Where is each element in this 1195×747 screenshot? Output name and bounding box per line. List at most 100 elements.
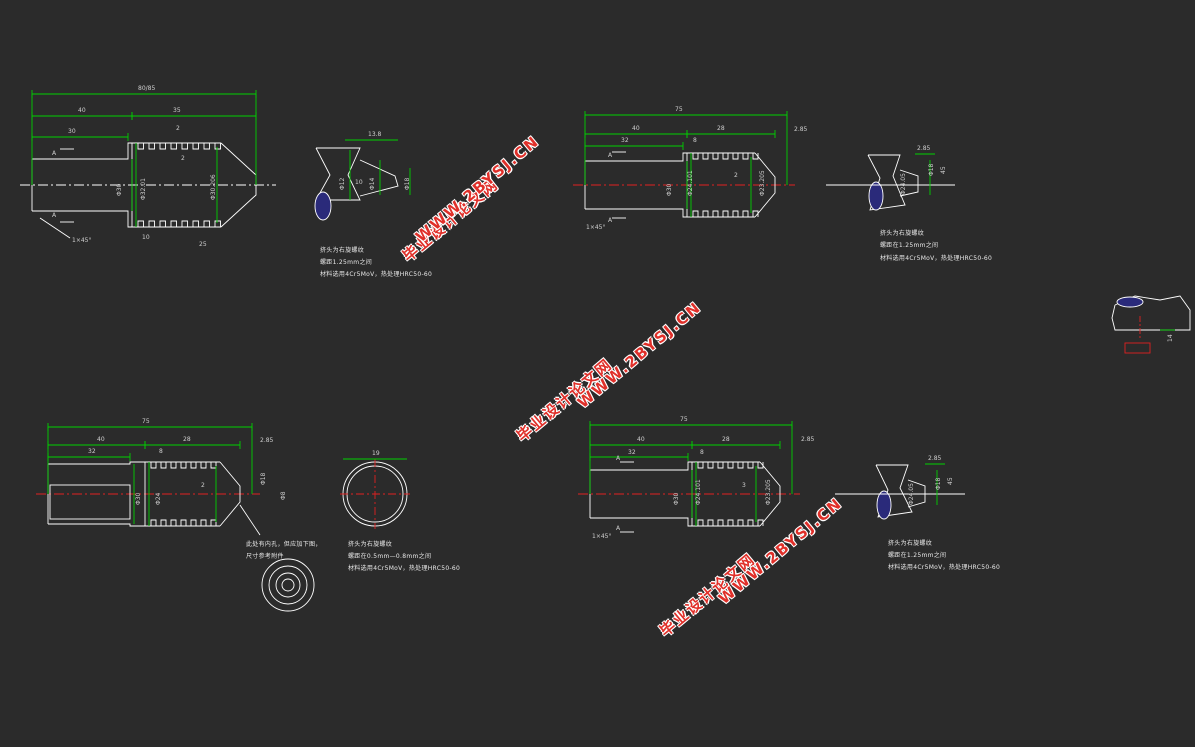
v4-groove-top-0 [697, 462, 704, 469]
view-5: 14 [1167, 334, 1174, 342]
v4-detail-d2: Φ18 [935, 477, 942, 490]
v4-groove-bot-3 [727, 519, 734, 526]
v2-detail-tip [899, 169, 919, 197]
v3-groove-top-0 [150, 462, 157, 469]
v1-groove-top-6 [203, 143, 210, 150]
v1-chamfer-leader [39, 217, 71, 239]
v2-section-a-bottom: A [608, 217, 613, 224]
v4-groove-bot-2 [717, 519, 724, 526]
v2-dia-3: Φ23.205 [759, 170, 766, 196]
v4-detail-top: 2.85 [928, 455, 942, 462]
v3-note-1: 挤头为右旋螺纹 [348, 540, 392, 548]
v2-dim-right: 28 [717, 125, 725, 132]
v1-outline-top [32, 142, 132, 160]
v4-note-1: 挤头为右旋螺纹 [888, 539, 932, 547]
v4-dim-right: 28 [722, 436, 730, 443]
v1-groove-top-5 [192, 143, 199, 150]
v1-section-a-bottom: A [52, 212, 57, 219]
v1-dim-tail: 25 [199, 241, 207, 248]
v4-outline-top [590, 461, 692, 471]
v4-outline-bot [590, 517, 692, 527]
v1-groove-bot-5 [192, 220, 199, 227]
v2-groove-top-5 [742, 153, 749, 160]
v3-ring-3 [281, 578, 295, 592]
v3-side-note-2: 尺寸参考附件 [246, 552, 284, 560]
v4-detail-section-fill [876, 490, 892, 520]
v2-dim-gap: 2 [734, 172, 738, 179]
v3-nose [219, 461, 241, 527]
v1-dim-right: 35 [173, 107, 181, 114]
v1-outline-bot [32, 210, 132, 228]
v3-groove-top-3 [180, 462, 187, 469]
v5-dim-d: 14 [1167, 334, 1174, 342]
v2-note-1: 挤头为右旋螺纹 [880, 229, 924, 237]
v2-groove-bot-3 [722, 210, 729, 217]
v2-groove-bot-0 [692, 210, 699, 217]
v1-groove-bot-0 [137, 220, 144, 227]
v2-note-3: 材料选用4Cr5MoV，热处理HRC50-60 [880, 254, 992, 262]
v4-groove-top-1 [707, 462, 714, 469]
v3-outline-bot [48, 523, 145, 527]
view-1: 80/85 40 35 30 2 2 10 25 1×45° A A Φ30 Φ… [52, 85, 432, 278]
v2-groove-bot-4 [732, 210, 739, 217]
v3-groove-bot-5 [200, 519, 207, 526]
v1-detail-d3: Φ18 [404, 177, 411, 190]
v3-dim-total: 75 [142, 418, 150, 425]
v1-dia-2: Φ32.01 [140, 178, 147, 200]
v4-dim-step: 8 [700, 449, 704, 456]
v1-dim-chamfer: 1×45° [72, 237, 91, 244]
v1-dim-total: 80/85 [138, 85, 155, 92]
v3-note-2: 螺距在0.5mm—0.8mm之间 [348, 552, 431, 560]
v4-groove-top-4 [737, 462, 744, 469]
v4-dia-3: Φ23.205 [765, 479, 772, 505]
v4-dia-2: Φ24.101 [695, 479, 702, 505]
v3-dia-3: Φ18 [260, 472, 267, 485]
v4-groove-bot-5 [747, 519, 754, 526]
v5-detail-section-fill [1116, 296, 1144, 308]
v3-groove-top-6 [210, 462, 217, 469]
v1-groove-top-3 [170, 143, 177, 150]
v3-dim-gap: 2 [201, 482, 205, 489]
v1-dia-3: Φ30.206 [210, 174, 217, 200]
v4-nose [759, 461, 781, 527]
v1-groove-bot-1 [148, 220, 155, 227]
v1-detail-d2: Φ14 [369, 177, 376, 190]
v3-side-note-1: 此处有内孔，但应加下图， [246, 540, 322, 548]
v5-detail-body [1111, 295, 1191, 331]
v4-dia-1: Φ30 [673, 492, 680, 505]
v2-detail-top: 2.85 [917, 145, 931, 152]
v2-groove-top-1 [702, 153, 709, 160]
v1-groove-bot-3 [170, 220, 177, 227]
v4-dim-gap: 3 [742, 482, 746, 489]
v2-note-2: 螺距在1.25mm之间 [880, 241, 938, 249]
v3-dia-1: Φ30 [135, 492, 142, 505]
v2-groove-bot-2 [712, 210, 719, 217]
v1-groove-bot-6 [203, 220, 210, 227]
v1-dim-gap: 2 [181, 155, 185, 162]
v1-groove-top-0 [137, 143, 144, 150]
v2-dim-step: 8 [693, 137, 697, 144]
v3-side-leader [239, 504, 261, 536]
v4-section-a-top: A [616, 455, 621, 462]
v2-section-a-top: A [608, 152, 613, 159]
v3-dim-right: 28 [183, 436, 191, 443]
v3-groove-top-4 [190, 462, 197, 469]
v2-groove-top-0 [692, 153, 699, 160]
v4-dim-total: 75 [680, 416, 688, 423]
v3-groove-top-5 [200, 462, 207, 469]
v2-groove-top-2 [712, 153, 719, 160]
v4-detail-d3: 45 [947, 477, 954, 485]
v4-dim-tip: 2.85 [801, 436, 815, 443]
v2-nose [754, 152, 776, 218]
v4-groove-top-3 [727, 462, 734, 469]
v2-outline-top [585, 152, 687, 162]
v2-detail-section-fill [868, 181, 884, 211]
v4-detail-d1: Φ24.05 [908, 483, 915, 505]
v2-detail-d3: 45 [940, 166, 947, 174]
v1-dim-left: 40 [78, 107, 86, 114]
v3-note-3: 材料选用4Cr5MoV，热处理HRC50-60 [348, 564, 460, 572]
v1-detail-body [315, 147, 361, 201]
v1-detail-section-fill [314, 191, 332, 221]
